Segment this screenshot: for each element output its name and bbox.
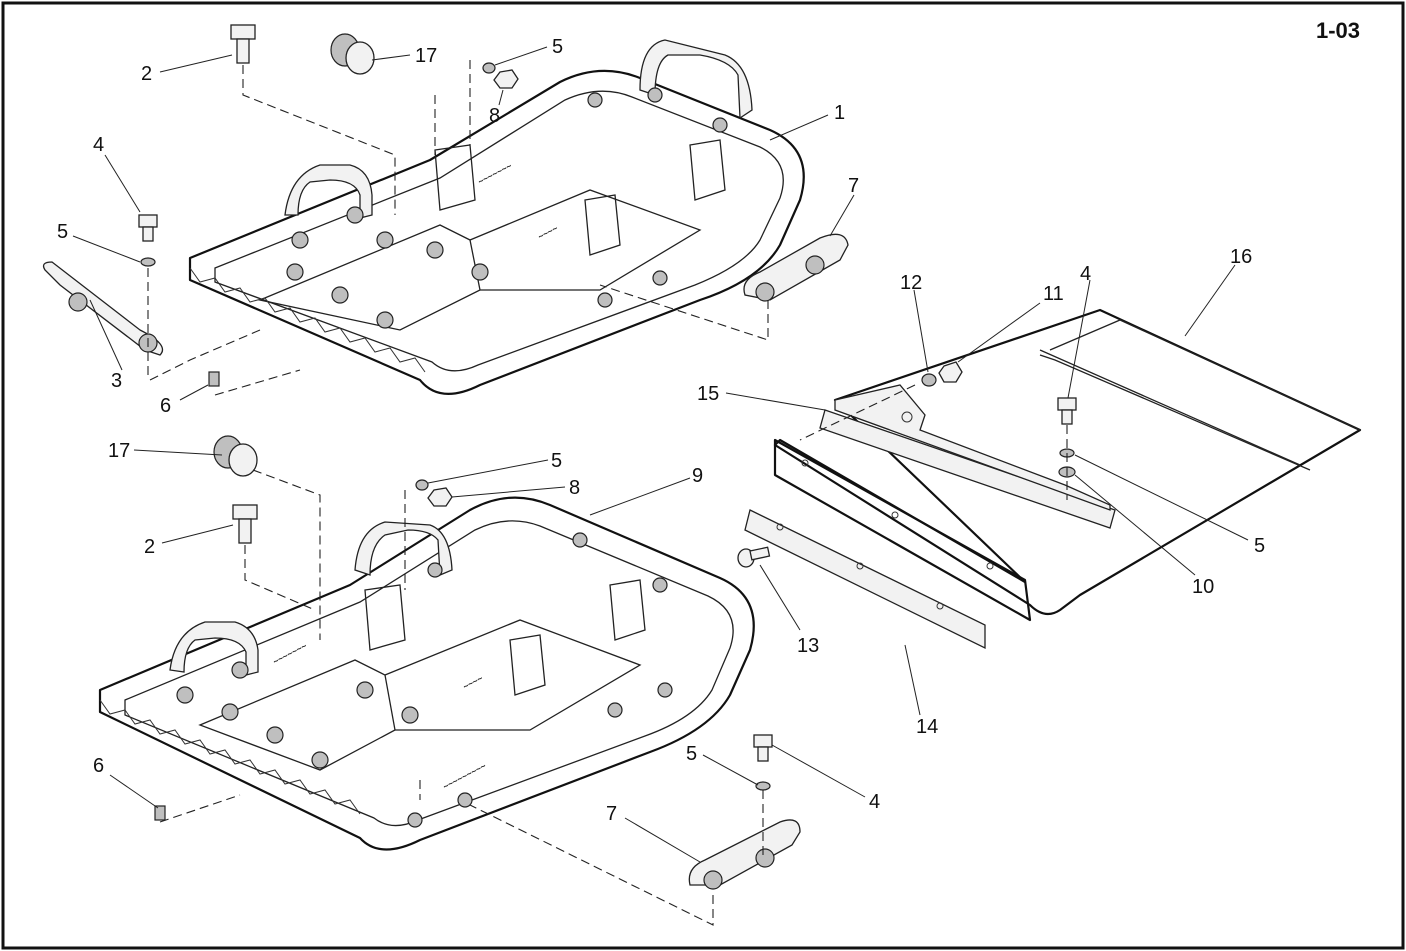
upper-tray-bolt-bosses xyxy=(286,87,728,329)
callout-label: 7 xyxy=(848,175,859,197)
handle-3 xyxy=(42,261,164,356)
callout-label: 7 xyxy=(606,803,617,825)
upper-tray-engraving: ~~~~~~~ xyxy=(476,161,513,187)
lower-tray-engraving: ~~~~~~~~~ xyxy=(441,761,487,792)
skid-plate-crease xyxy=(1049,319,1361,431)
callout-label: 2 xyxy=(141,63,152,85)
screw-6-upper xyxy=(208,371,220,387)
lower-tray-bolt-bosses xyxy=(176,532,673,828)
callout-label: 5 xyxy=(1254,535,1265,557)
callout-label: 6 xyxy=(93,755,104,777)
washer-5-lower xyxy=(415,479,429,491)
upper-tray-rim xyxy=(214,90,784,372)
sheet-number: 1-03 xyxy=(1316,18,1360,43)
upper-tray-engraving: ~~~~ xyxy=(536,223,559,242)
callout-label: 5 xyxy=(552,36,563,58)
callout-label: 9 xyxy=(692,465,703,487)
callout-label: 5 xyxy=(57,221,68,243)
callout-label: 4 xyxy=(869,791,880,813)
callout-label: 15 xyxy=(697,383,719,405)
lower-tray-engraving: ~~~~ xyxy=(461,673,484,692)
nut-11 xyxy=(938,361,963,383)
bolt-4-right xyxy=(1057,397,1077,425)
callout-label: 4 xyxy=(1080,263,1091,285)
callout-label: 3 xyxy=(111,370,122,392)
skid-plate-front-lip xyxy=(773,438,1032,622)
hardware-parts xyxy=(42,24,1077,890)
nut-8-lower xyxy=(427,487,453,507)
screw-6-lower xyxy=(154,805,166,821)
handle-7-lower xyxy=(688,819,801,886)
bolt-4-lower xyxy=(753,734,773,762)
bumper-17-lower xyxy=(213,435,258,477)
callout-label: 4 xyxy=(93,134,104,156)
plate-bracket xyxy=(834,384,1111,511)
lower-tray-rib xyxy=(364,584,406,651)
upper-tray-handle-right xyxy=(639,39,753,120)
callout-label: 10 xyxy=(1192,576,1214,598)
bolt-2-lower xyxy=(232,504,258,544)
callout-label: 5 xyxy=(551,450,562,472)
callout-label: 8 xyxy=(569,477,580,499)
upper-tray-pocket xyxy=(257,224,481,331)
upper-tray-handle-left xyxy=(284,164,373,219)
lower-tray-rib xyxy=(509,634,546,696)
callout-label: 17 xyxy=(108,440,130,462)
upper-tray-body xyxy=(188,69,805,395)
lower-tray-front-teeth xyxy=(99,699,361,815)
callout-label: 1 xyxy=(834,102,845,124)
upper-tray-rib xyxy=(434,144,476,211)
bolt-2-upper xyxy=(230,24,256,64)
lower-tray-handle-left xyxy=(169,621,259,676)
lower-tray-pocket xyxy=(198,659,396,771)
washer-5-upper xyxy=(482,62,496,74)
handle-7-upper xyxy=(743,233,849,301)
assembly-center-lines xyxy=(147,60,1068,926)
callout-label: 8 xyxy=(489,105,500,127)
callout-label: 17 xyxy=(415,45,437,67)
skid-plate-assembly xyxy=(744,308,1362,650)
lower-tray-engraving: ~~~~~~~ xyxy=(271,641,308,667)
washer-5-lower-right xyxy=(755,781,771,791)
upper-tray-rib xyxy=(584,194,621,256)
callout-label: 12 xyxy=(900,272,922,294)
lower-tray-rib xyxy=(609,579,646,641)
skid-plate-crease xyxy=(1039,349,1301,466)
callout-label: 13 xyxy=(797,635,819,657)
washer-12 xyxy=(921,373,937,387)
upper-tray-front-teeth xyxy=(189,267,426,373)
lower-tray-assembly: ~~~~~~~ ~~~~ ~~~~~~~~~ xyxy=(98,496,755,851)
bolt-13 xyxy=(737,546,771,568)
callout-leaders xyxy=(72,46,1249,863)
callout-label: 5 xyxy=(686,743,697,765)
callout-label: 11 xyxy=(1043,283,1064,305)
lower-tray-rim xyxy=(124,520,734,827)
nut-8-upper xyxy=(493,69,519,89)
upper-tray-assembly: ~~~~~~~ ~~~~ xyxy=(188,39,805,395)
bumper-17-upper xyxy=(330,33,375,75)
bolt-4-left xyxy=(138,214,158,242)
upper-tray-floor xyxy=(469,189,702,291)
callout-label: 6 xyxy=(160,395,171,417)
bar-14 xyxy=(744,509,986,650)
upper-tray-rib xyxy=(689,139,726,201)
skid-plate-crease xyxy=(1039,354,1311,471)
callout-label: 16 xyxy=(1230,246,1252,268)
washer-5-left xyxy=(140,257,156,267)
callout-label: 2 xyxy=(144,536,155,558)
callout-label: 14 xyxy=(916,716,938,738)
lower-tray-body xyxy=(98,496,755,851)
lower-tray-floor xyxy=(384,619,642,731)
